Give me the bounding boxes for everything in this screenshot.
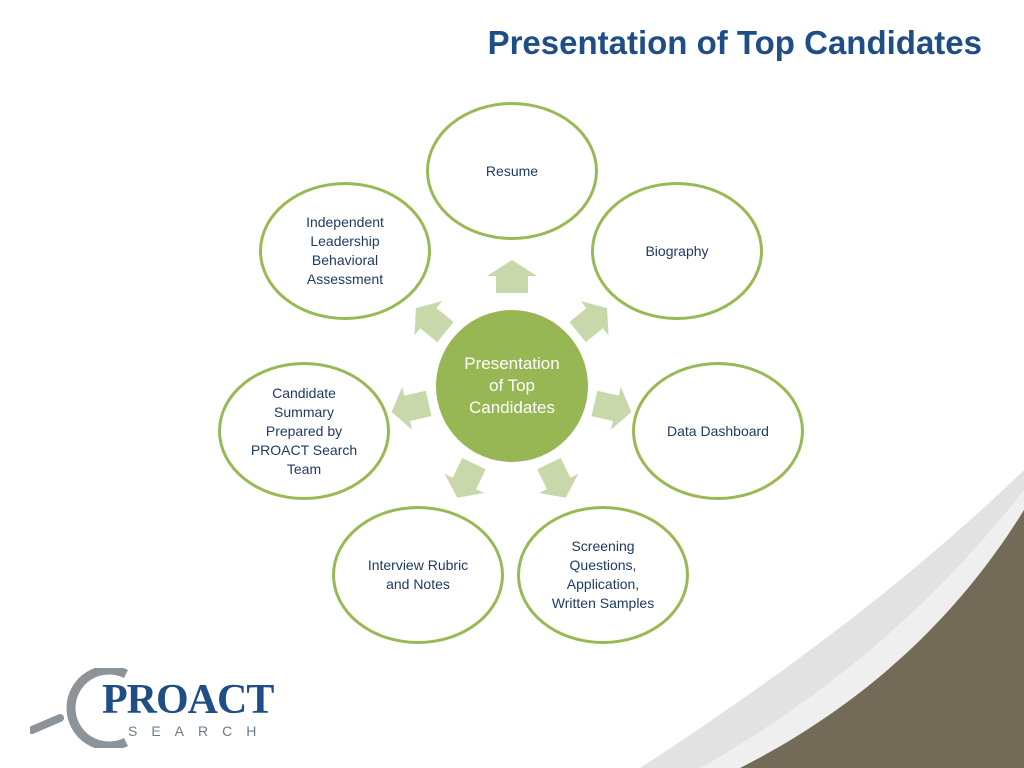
center-hub-label: Presentation of Top Candidates — [464, 354, 560, 417]
arrow-down-right — [537, 457, 579, 498]
logo-subtitle: SEARCH — [128, 723, 271, 739]
arrow-up-left — [414, 301, 454, 343]
arrow-up — [487, 260, 537, 293]
node-resume: Resume — [426, 102, 598, 240]
node-screening: Screening Questions, Application, Writte… — [517, 506, 689, 644]
node-leadership-label: Independent Leadership Behavioral Assess… — [306, 214, 384, 287]
page-title: Presentation of Top Candidates — [487, 24, 982, 61]
arrow-up-right — [569, 301, 609, 343]
center-hub: Presentation of Top Candidates — [436, 310, 588, 462]
arrow-left — [391, 386, 432, 430]
arrow-right — [591, 386, 632, 430]
node-leadership: Independent Leadership Behavioral Assess… — [259, 182, 431, 320]
node-resume-label: Resume — [485, 162, 539, 179]
node-biography: Biography — [591, 182, 763, 320]
magnifier-icon — [30, 668, 129, 748]
node-candidate-summary-label: Candidate Summary Prepared by PROACT Sea… — [250, 384, 358, 477]
node-interview-label: Interview Rubric and Notes — [367, 557, 469, 592]
node-data-dashboard: Data Dashboard — [632, 362, 804, 500]
node-interview: Interview Rubric and Notes — [332, 506, 504, 644]
node-candidate-summary: Candidate Summary Prepared by PROACT Sea… — [218, 362, 390, 500]
arrow-down-left — [444, 457, 486, 498]
logo-name: PROACT — [102, 677, 274, 723]
proact-search-logo: PROACT SEARCH — [30, 668, 290, 748]
node-biography-label: Biography — [645, 242, 709, 259]
node-screening-label: Screening Questions, Application, Writte… — [551, 538, 655, 611]
node-data-dashboard-label: Data Dashboard — [667, 422, 769, 439]
